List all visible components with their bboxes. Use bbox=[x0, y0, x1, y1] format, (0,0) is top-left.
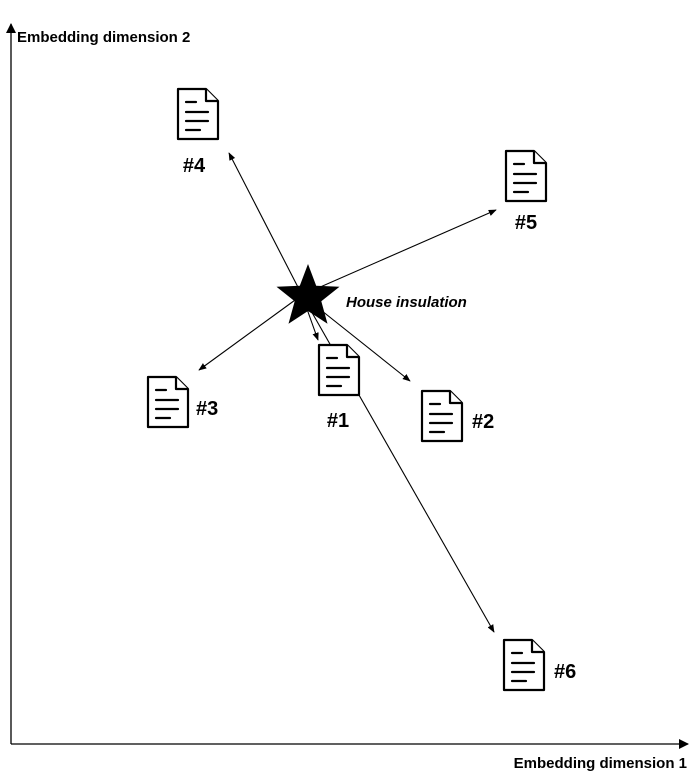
document-label: #2 bbox=[472, 411, 494, 433]
document-label: #4 bbox=[183, 155, 206, 177]
document-icon bbox=[502, 638, 546, 692]
document-icon bbox=[420, 389, 464, 443]
document-label: #3 bbox=[196, 398, 218, 420]
arrow-to-doc-4 bbox=[228, 152, 303, 296]
arrow-to-doc-5 bbox=[301, 209, 497, 296]
document-icon bbox=[146, 375, 190, 429]
document-3: #3 bbox=[146, 375, 218, 429]
document-icon bbox=[176, 87, 220, 141]
document-1: #1 bbox=[317, 343, 361, 432]
star-icon bbox=[276, 264, 340, 324]
document-label: #6 bbox=[554, 661, 576, 683]
document-label: #5 bbox=[515, 212, 537, 234]
document-5: #5 bbox=[504, 149, 548, 234]
document-4: #4 bbox=[176, 87, 220, 177]
x-axis-label: Embedding dimension 1 bbox=[514, 755, 687, 772]
document-label: #1 bbox=[327, 410, 349, 432]
document-6: #6 bbox=[502, 638, 576, 692]
document-2: #2 bbox=[420, 389, 494, 443]
query-point: House insulation bbox=[276, 264, 467, 324]
arrow-to-doc-3 bbox=[198, 294, 303, 371]
document-icon bbox=[504, 149, 548, 203]
query-label: House insulation bbox=[346, 294, 467, 311]
document-icon bbox=[317, 343, 361, 397]
y-axis-label: Embedding dimension 2 bbox=[17, 29, 190, 46]
